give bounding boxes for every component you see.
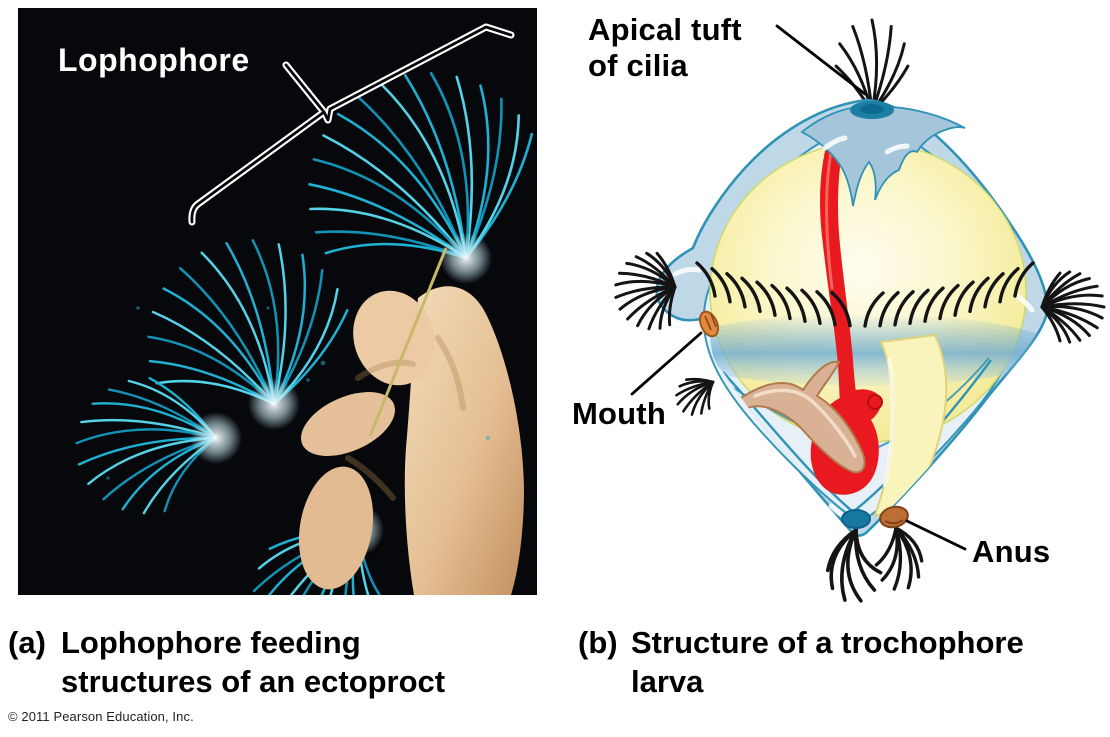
cilia-bands bbox=[614, 251, 1106, 603]
plankton-specks bbox=[106, 306, 491, 480]
caption-b-text: Structure of a trochophore larva bbox=[631, 625, 1024, 699]
ectoproct-photo bbox=[18, 8, 537, 595]
mouth-opening bbox=[698, 310, 720, 338]
caption-b: (b) Structure of a trochophore larva bbox=[578, 623, 1108, 701]
ectoproct-body bbox=[298, 247, 524, 595]
lophophore-bracket bbox=[188, 23, 515, 226]
caption-a-text: Lophophore feeding structures of an ecto… bbox=[61, 625, 446, 699]
anus-leader-line bbox=[905, 519, 967, 551]
caption-a: (a) Lophophore feeding structures of an … bbox=[8, 623, 528, 701]
caption-a-letter: (a) bbox=[8, 625, 46, 660]
anus-label: Anus bbox=[972, 534, 1051, 569]
copyright-text: © 2011 Pearson Education, Inc. bbox=[8, 709, 194, 724]
mouth-leader-line bbox=[630, 331, 703, 396]
anus-opening bbox=[879, 505, 909, 529]
prototroch-cilia bbox=[695, 261, 1035, 328]
mouth-label: Mouth bbox=[572, 396, 666, 431]
mesoderm-organ bbox=[738, 360, 866, 474]
lophophore-label: Lophophore bbox=[58, 42, 250, 78]
caption-b-letter: (b) bbox=[578, 625, 618, 660]
apical-crown bbox=[800, 101, 966, 207]
highlight-dashes bbox=[672, 135, 1035, 520]
apical-tuft-cilia bbox=[834, 18, 910, 114]
trochophore-diagram bbox=[614, 18, 1106, 603]
telotroch-dot bbox=[841, 509, 871, 529]
prototroch-band bbox=[668, 314, 1048, 386]
seta-filament bbox=[368, 247, 448, 437]
apical-tuft-label: Apical tuft of cilia bbox=[588, 12, 742, 83]
apical-leader-line bbox=[775, 24, 867, 96]
